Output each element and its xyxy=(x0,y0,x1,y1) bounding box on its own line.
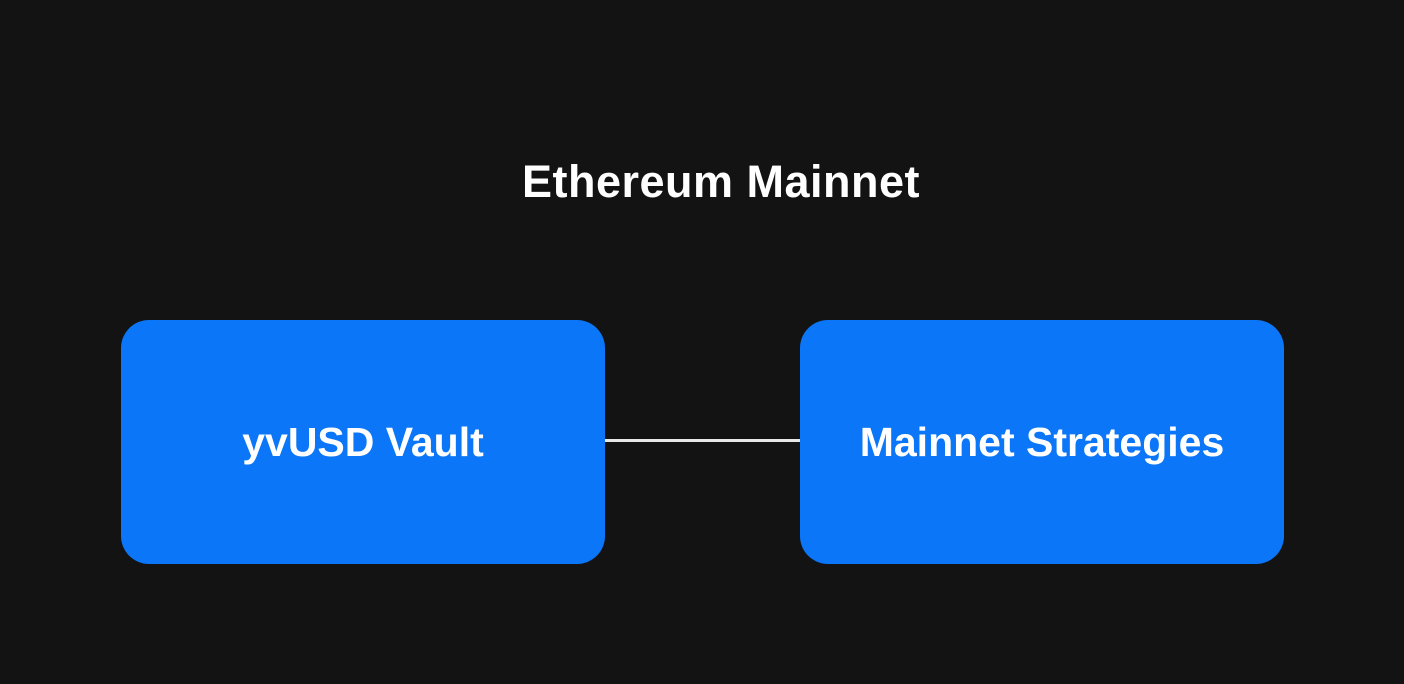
node-mainnet-strategies: Mainnet Strategies xyxy=(800,320,1284,564)
diagram-title: Ethereum Mainnet xyxy=(521,156,921,207)
node-yvusd-vault: yvUSD Vault xyxy=(121,320,605,564)
node-mainnet-strategies-label: Mainnet Strategies xyxy=(859,418,1225,465)
node-yvusd-vault-label: yvUSD Vault xyxy=(242,418,484,465)
edge-vault-to-strategies xyxy=(604,439,800,442)
